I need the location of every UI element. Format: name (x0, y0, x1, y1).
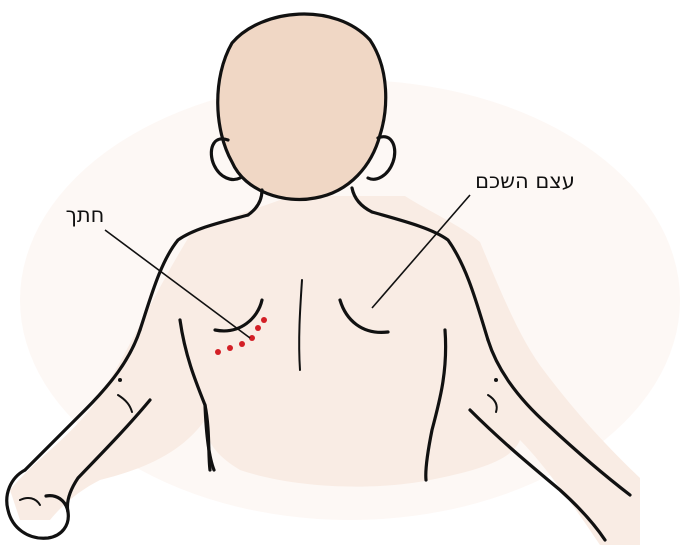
incision-dot (227, 345, 233, 351)
incision-dot (215, 349, 221, 355)
incision-dot (255, 325, 261, 331)
right-elbow-dot (494, 378, 498, 382)
incision-label: חתך (66, 203, 105, 227)
left-elbow-dot (118, 378, 122, 382)
scapula-label: עצם השכם (475, 169, 575, 193)
incision-dot (239, 341, 245, 347)
incision-dot (261, 317, 267, 323)
